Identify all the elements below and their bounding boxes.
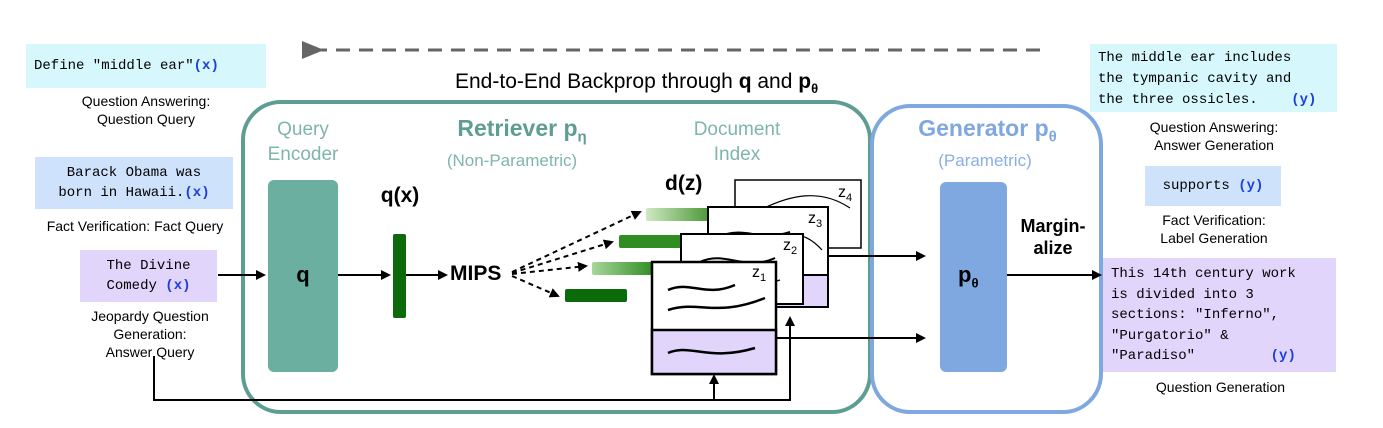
- backprop-label: End-to-End Backprop through q and pθ: [455, 70, 819, 97]
- retriever-subtitle: (Non-Parametric): [446, 151, 578, 170]
- mips-arrow-4: [511, 275, 560, 298]
- doc-embedding-2: [592, 262, 654, 275]
- query-vector-bar: [393, 234, 406, 318]
- marginalize-label: Margin-alize: [1020, 216, 1086, 258]
- retriever-title: Retriever pη: [457, 115, 587, 146]
- qx-label: q(x): [380, 184, 420, 207]
- z2-label: z2: [783, 237, 798, 258]
- doc-embedding-4: [646, 208, 708, 221]
- input-fact-caption: Fact Verification: Fact Query: [46, 218, 224, 234]
- output-fact-box: supports (y): [1145, 166, 1281, 206]
- output-question-caption: Question Generation: [1155, 379, 1286, 395]
- mips-arrow-1: [511, 210, 642, 273]
- doc-embedding-3: [619, 235, 681, 248]
- generator-box: [870, 104, 1103, 414]
- document-z1: [650, 260, 778, 376]
- generator-block: [940, 182, 1007, 372]
- z1-label: z1: [752, 264, 767, 285]
- query-loop-arrow: [153, 316, 795, 401]
- z3-label: z3: [808, 210, 823, 231]
- p-theta-label: pθ: [958, 262, 979, 291]
- output-fact-caption: Fact Verification:Label Generation: [1160, 212, 1268, 246]
- generator-subtitle: (Parametric): [938, 151, 1032, 170]
- generator-title: Generator pθ: [918, 115, 1057, 146]
- dz-label: d(z): [665, 172, 703, 195]
- doc-embedding-1: [565, 289, 627, 302]
- mips-label: MIPS: [450, 262, 502, 285]
- q-label: q: [296, 262, 310, 287]
- input-qa-caption: Question Answering:Question Query: [81, 93, 211, 127]
- mips-arrow-3: [511, 261, 588, 275]
- z4-label: z4: [838, 184, 853, 205]
- input-qa-box: Define "middle ear"(x): [26, 44, 266, 88]
- query-encoder-block: [268, 180, 338, 372]
- output-qa-caption: Question Answering:Answer Generation: [1149, 119, 1279, 153]
